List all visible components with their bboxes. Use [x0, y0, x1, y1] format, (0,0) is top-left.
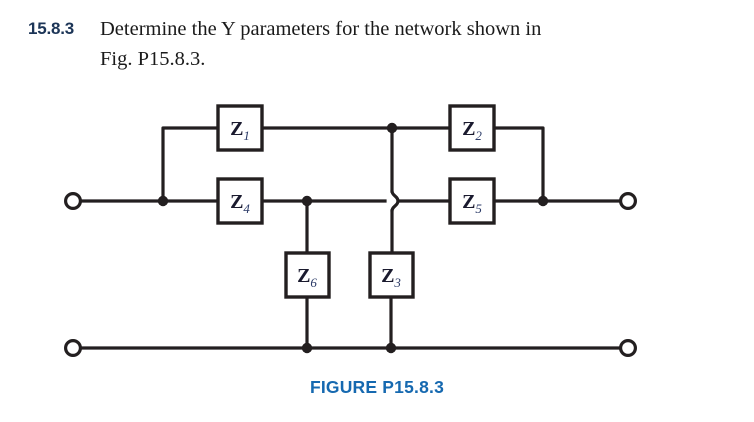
- problem-text-line-2: Fig. P15.8.3.: [100, 48, 206, 70]
- problem-text-line-1: Determine the Y parameters for the netwo…: [100, 18, 542, 40]
- wire-z2-right-riser: [492, 126, 545, 203]
- impedance-base-z2: Z: [462, 118, 475, 140]
- impedance-base-z5: Z: [462, 191, 475, 213]
- wire-crossover-hop: [390, 189, 400, 213]
- impedance-base-z1: Z: [230, 118, 243, 140]
- impedance-z6: Z6: [284, 251, 331, 299]
- wire-left-riser: [161, 126, 220, 205]
- impedance-box-z6: [284, 251, 331, 299]
- node-dot-left-mid: [157, 195, 169, 207]
- impedance-z3: Z3: [368, 251, 415, 299]
- terminal-port1-top: [63, 192, 82, 211]
- impedance-box-z4: [216, 177, 264, 225]
- impedance-base-z4: Z: [230, 191, 243, 213]
- impedance-subscript-z3: 3: [393, 275, 401, 290]
- impedance-base-z6: Z: [297, 265, 310, 287]
- impedance-subscript-z2: 2: [475, 128, 482, 143]
- impedance-label-z6: Z6: [297, 265, 317, 290]
- problem-statement: 15.8.3 Determine the Y parameters for the…: [28, 14, 708, 74]
- impedance-z4: Z4: [216, 177, 264, 225]
- impedance-z2: Z2: [448, 104, 496, 152]
- impedance-box-z1: [216, 104, 264, 152]
- impedance-label-z2: Z2: [462, 118, 482, 143]
- impedance-box-z2: [448, 104, 496, 152]
- problem-line-1: 15.8.3 Determine the Y parameters for the…: [28, 14, 708, 44]
- impedance-subscript-z5: 5: [475, 201, 482, 216]
- impedance-label-z3: Z3: [381, 265, 401, 290]
- node-dot-z6-top: [301, 195, 313, 207]
- node-dot-right-mid: [537, 195, 549, 207]
- terminal-port2-top: [618, 192, 637, 211]
- impedance-z1: Z1: [216, 104, 264, 152]
- center-vertical-branch: [389, 126, 400, 350]
- impedance-subscript-z4: 4: [243, 201, 250, 216]
- impedance-label-z1: Z1: [230, 118, 250, 143]
- impedance-label-z5: Z5: [462, 191, 482, 216]
- node-dot-top-center: [386, 122, 398, 134]
- impedance-subscript-z6: 6: [310, 275, 317, 290]
- problem-number: 15.8.3: [28, 19, 75, 38]
- node-dot-z6-bottom: [301, 342, 313, 354]
- junction-dots: [157, 122, 549, 354]
- impedance-base-z3: Z: [381, 265, 394, 287]
- problem-line-2: Fig. P15.8.3.: [28, 44, 708, 74]
- impedance-subscript-z1: 1: [243, 128, 250, 143]
- top-rail-wires: [161, 126, 545, 205]
- terminal-port1-bottom: [63, 339, 82, 358]
- impedance-label-z4: Z4: [230, 191, 250, 216]
- impedance-box-z3: [368, 251, 415, 299]
- figure-caption: FIGURE P15.8.3: [309, 377, 445, 397]
- terminal-port2-bottom: [618, 339, 637, 358]
- impedance-box-z5: [448, 177, 496, 225]
- port-terminals: [63, 192, 637, 358]
- node-dot-z3-bottom: [385, 342, 397, 354]
- impedance-z5: Z5: [448, 177, 496, 225]
